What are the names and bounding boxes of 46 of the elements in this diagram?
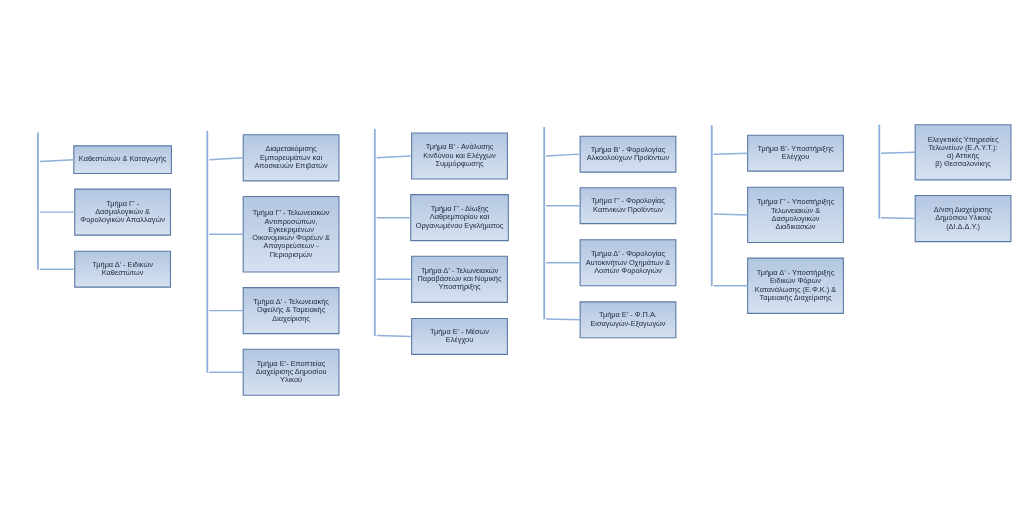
node-bar bbox=[710, 125, 713, 287]
connector bbox=[712, 213, 749, 216]
node-box: Τμήμα Ε’- Εποπτείας Διαχείρισης Δημοσίου Υλικού bbox=[242, 348, 340, 396]
connector bbox=[545, 204, 581, 207]
node-box: Τμήμα Γ’ - Δασμολογικών & Φορολογικών Απαλλαγών bbox=[74, 188, 172, 236]
node-box: Τμήμα Γ’ - Φορολογίας Καπνικών Προϊόντων bbox=[579, 187, 677, 225]
connector bbox=[39, 158, 75, 163]
connector bbox=[39, 211, 75, 213]
node-bar bbox=[543, 127, 546, 320]
node-box: Τμήμα Δ’ - Φορολογίας Αυτοκινήτων Οχημάτων & Λοιπών Φορολογιών bbox=[579, 239, 677, 287]
node-box: Τμήμα Δ’ - Ειδικών Καθεστώτων bbox=[74, 250, 172, 288]
node-box: Τμήμα Δ’ - Τελωνειακής Οφειλής & Ταμειακής Διαχείρισης bbox=[242, 287, 340, 335]
connector bbox=[375, 216, 412, 219]
node-box: Τμήμα Γ’ - Δίωξης Λαθρεμπορίου και Οργανωμένου Εγκλήματος bbox=[410, 194, 509, 242]
node-box: Ελεγκτικές Υπηρεσίες Τελωνείων (Ε.Λ.Υ.Τ.): α) Αττικής β) Θεσσαλονίκης bbox=[914, 124, 1012, 181]
connector bbox=[545, 318, 581, 321]
connector bbox=[208, 371, 244, 374]
node-box: Τμήμα Δ’ - Υποστήριξης Ειδικών Φόρων Κατανάλωσης (Ε.Φ.Κ.) & Ταμειακής Διαχείρισης bbox=[747, 257, 844, 314]
connector bbox=[880, 216, 916, 220]
node-box: Τμήμα Γ’ - Υποστήριξης Τελωνειακών & Δασμολογικών Διαδικασιών bbox=[747, 186, 844, 244]
connector bbox=[208, 309, 244, 312]
node-box: Καθεστώτων & Καταγωγής bbox=[73, 145, 172, 174]
node-bar bbox=[373, 128, 376, 336]
connector bbox=[880, 151, 916, 154]
connector bbox=[545, 262, 581, 264]
connector bbox=[712, 285, 749, 287]
connector bbox=[712, 152, 749, 155]
connector bbox=[375, 278, 412, 281]
node-bar bbox=[878, 124, 881, 219]
connector bbox=[208, 233, 244, 235]
node-box: Τμήμα Ε’ - Φ.Π.Α. Εισαγωγών-Εξαγωγών bbox=[579, 301, 677, 339]
node-bar bbox=[37, 132, 39, 270]
node-box: Τμήμα Β’ - Φορολογίας Αλκοολούχων Προϊόντων bbox=[579, 135, 677, 173]
connector bbox=[545, 153, 581, 157]
node-box: Τμήμα Δ’ - Τελωνειακών Παραβάσεων και Νομικής Υποστήριξης bbox=[411, 255, 508, 303]
node-box: Τμήμα Β’- Υποστήριξης Ελέγχου bbox=[747, 134, 844, 172]
node-box: Τμήμα Γ’ - Τελωνειακών Αντιπροσώπων, Εγκεκριμένων Οικονομικών Φορέων & Απαγορεύσεων - Περιορισμών bbox=[242, 195, 340, 273]
connector bbox=[375, 334, 412, 338]
connector bbox=[39, 268, 75, 270]
node-box: Τμήμα Ε’ - Μέσων Ελέγχου bbox=[411, 317, 508, 355]
connector bbox=[208, 157, 244, 161]
node-bar bbox=[206, 130, 209, 373]
node-box: Τμήμα Β’ - Ανάλυσης Κινδύνου και Ελέγχων Συμμόρφωσης bbox=[411, 132, 508, 180]
connector bbox=[375, 155, 412, 159]
node-box: Διαμετακόμισης Εμπορευμάτων και Αποσκευών Επιβατών bbox=[242, 134, 340, 182]
node-box: Δ/νση Διαχείρισης Δημόσιου Υλικού (ΔΙ.Δ.Δ.Υ.) bbox=[914, 195, 1012, 243]
